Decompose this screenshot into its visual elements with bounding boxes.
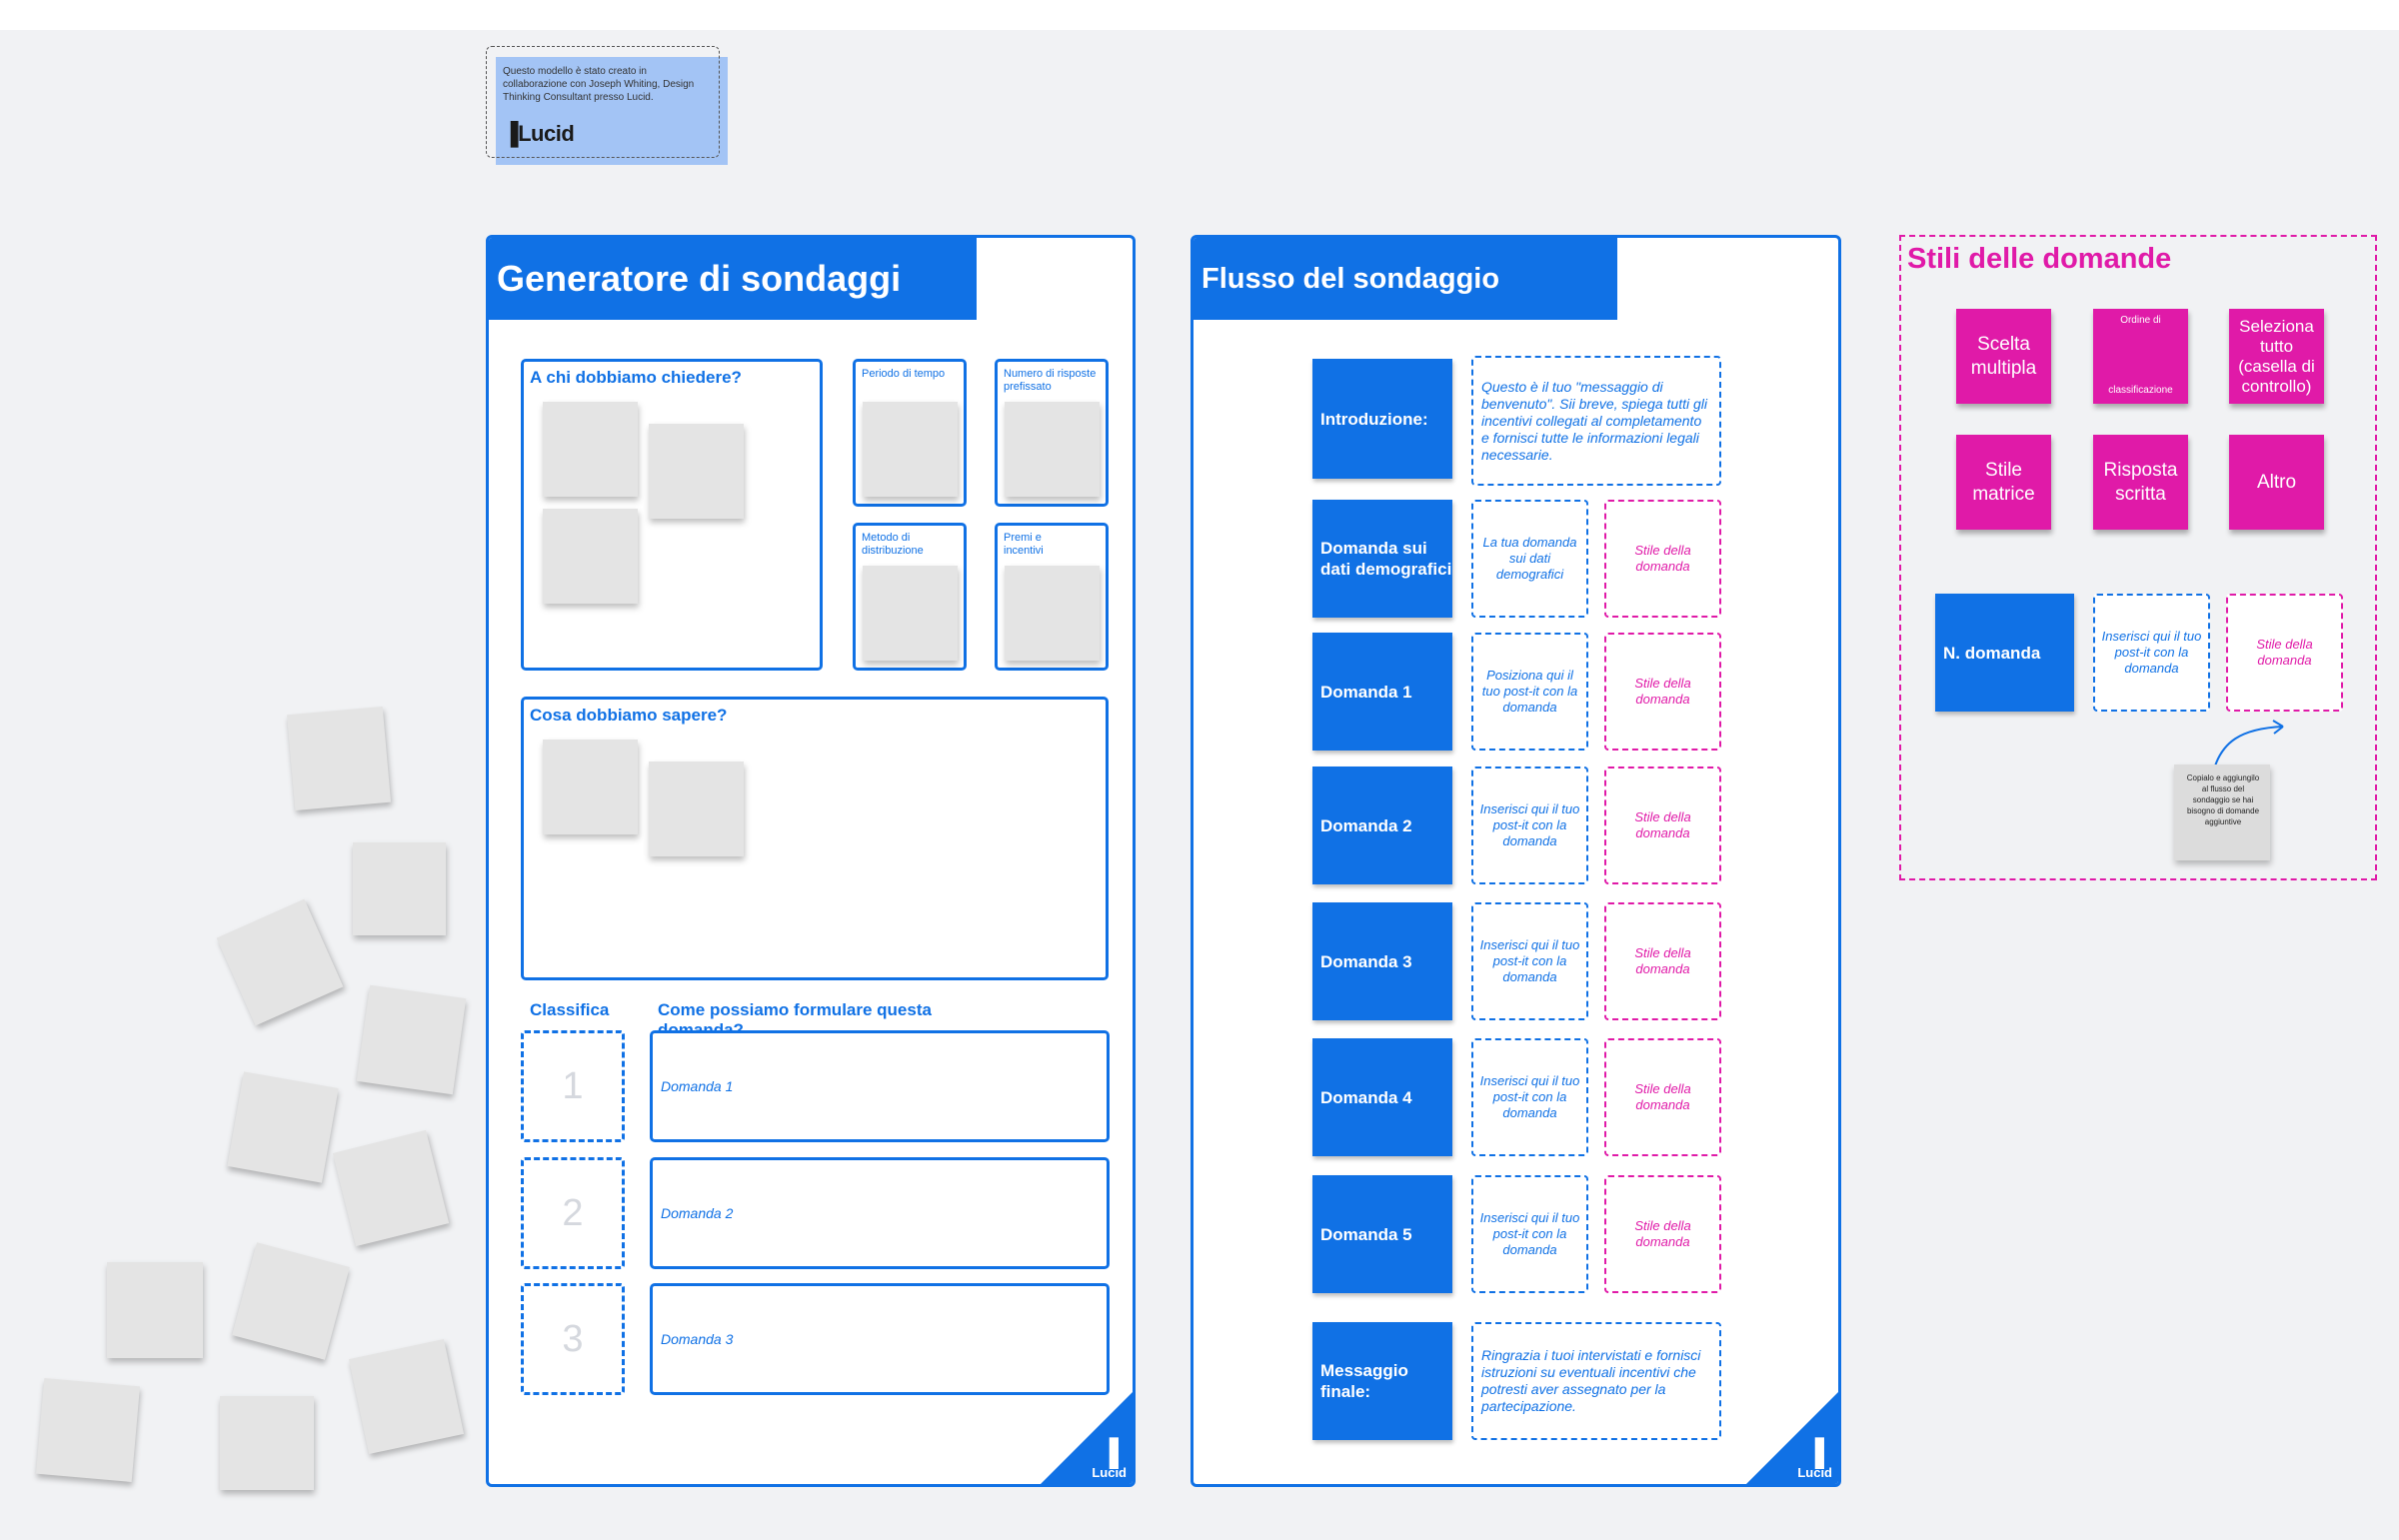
sticky-note[interactable]	[543, 740, 638, 834]
lucid-logo-mark: ▐	[1805, 1437, 1824, 1467]
sticky-note[interactable]	[1005, 566, 1100, 661]
style-sticky-ranking[interactable]: Ordine di classificazione	[2093, 309, 2188, 404]
rank-header: Classifica	[530, 1000, 610, 1019]
survey-flow-board[interactable]: Flusso del sondaggio Introduzione: Quest…	[1191, 235, 1841, 1487]
template-style[interactable]: Stile della domanda	[2226, 594, 2343, 712]
flow-row-label: Domanda 3	[1312, 902, 1452, 1020]
lucid-corner-logo: ▐ Lucid	[1092, 1438, 1127, 1479]
lucid-logo-text: Lucid	[518, 121, 575, 146]
style-sticky-matrix[interactable]: Stile matrice	[1956, 435, 2051, 530]
lucid-corner-logo: ▐ Lucid	[1797, 1438, 1832, 1479]
lucid-logo-text: Lucid	[1092, 1465, 1127, 1480]
flow-row-question[interactable]: Inserisci qui il tuo post-it con la doma…	[1471, 767, 1588, 884]
loose-sticky-note[interactable]	[107, 1262, 203, 1358]
credit-note[interactable]: Questo modello è stato creato in collabo…	[486, 46, 728, 165]
flow-row-style[interactable]: Stile della domanda	[1604, 633, 1721, 751]
distribution-section[interactable]: Metodo di distribuzione	[853, 523, 967, 671]
flow-row-label: Domanda sui dati demografici	[1312, 500, 1452, 618]
flow-row-label: Domanda 4	[1312, 1038, 1452, 1156]
rank-box-2[interactable]: 2	[521, 1157, 625, 1269]
loose-sticky-note[interactable]	[356, 984, 467, 1095]
flow-row-question[interactable]: Posiziona qui il tuo post-it con la doma…	[1471, 633, 1588, 751]
responses-section[interactable]: Numero di risposte prefissato	[995, 359, 1109, 507]
flow-row-label: Domanda 2	[1312, 767, 1452, 884]
section-title: Cosa dobbiamo sapere?	[530, 706, 728, 725]
sticky-note[interactable]	[543, 509, 638, 604]
sticky-note[interactable]	[649, 762, 744, 856]
corner-badge	[1041, 1392, 1133, 1484]
style-sticky-multiple-choice[interactable]: Scelta multipla	[1956, 309, 2051, 404]
question-box-3[interactable]: Domanda 3	[650, 1283, 1110, 1395]
sticky-note[interactable]	[863, 566, 958, 661]
sticky-note[interactable]	[863, 402, 958, 497]
flow-row-style[interactable]: Stile della domanda	[1604, 902, 1721, 1020]
question-box-1[interactable]: Domanda 1	[650, 1030, 1110, 1142]
question-styles-panel[interactable]: Stili delle domande Scelta multipla Ordi…	[1899, 235, 2377, 880]
sticky-note[interactable]	[543, 402, 638, 497]
panel-title: Stili delle domande	[1907, 243, 2172, 275]
survey-generator-board[interactable]: Generatore di sondaggi A chi dobbiamo ch…	[486, 235, 1136, 1487]
flow-row-style[interactable]: Stile della domanda	[1604, 500, 1721, 618]
instruction-sticky-note[interactable]: Copialo e aggiungilo al flusso del sonda…	[2174, 765, 2270, 860]
lucid-logo: ▐Lucid	[503, 121, 575, 147]
board-title: Generatore di sondaggi	[489, 238, 977, 320]
flow-row-question[interactable]: La tua domanda sui dati demografici	[1471, 500, 1588, 618]
corner-badge	[1746, 1392, 1838, 1484]
sticky-label-top: Ordine di	[2120, 315, 2161, 326]
final-label: Messaggio finale:	[1312, 1322, 1452, 1440]
flow-row-question[interactable]: Inserisci qui il tuo post-it con la doma…	[1471, 902, 1588, 1020]
lucid-logo-mark: ▐	[1100, 1437, 1119, 1467]
section-title: A chi dobbiamo chiedere?	[530, 368, 742, 387]
flow-row-style[interactable]: Stile della domanda	[1604, 767, 1721, 884]
final-text[interactable]: Ringrazia i tuoi intervistati e fornisci…	[1471, 1322, 1721, 1440]
flow-row-question[interactable]: Inserisci qui il tuo post-it con la doma…	[1471, 1175, 1588, 1293]
rank-box-3[interactable]: 3	[521, 1283, 625, 1395]
loose-sticky-note[interactable]	[353, 842, 446, 935]
section-title: Premi e incentivi	[1004, 532, 1044, 557]
instruction-text: Copialo e aggiungilo al flusso del sonda…	[2186, 773, 2260, 826]
loose-sticky-note[interactable]	[227, 1071, 339, 1183]
loose-sticky-note[interactable]	[35, 1377, 141, 1483]
loose-sticky-note[interactable]	[348, 1338, 465, 1455]
sticky-note[interactable]	[649, 424, 744, 519]
flow-row-label: Domanda 1	[1312, 633, 1452, 751]
section-title: Periodo di tempo	[862, 368, 946, 380]
what-section[interactable]: Cosa dobbiamo sapere?	[521, 697, 1109, 980]
board-title: Flusso del sondaggio	[1194, 238, 1617, 320]
style-sticky-other[interactable]: Altro	[2229, 435, 2324, 530]
flow-row-style[interactable]: Stile della domanda	[1604, 1175, 1721, 1293]
sticky-note[interactable]	[1005, 402, 1100, 497]
credit-text: Questo modello è stato creato in collabo…	[503, 66, 695, 103]
question-box-2[interactable]: Domanda 2	[650, 1157, 1110, 1269]
intro-label: Introduzione:	[1312, 359, 1452, 479]
template-question[interactable]: Inserisci qui il tuo post-it con la doma…	[2093, 594, 2210, 712]
style-sticky-written[interactable]: Risposta scritta	[2093, 435, 2188, 530]
rewards-section[interactable]: Premi e incentivi	[995, 523, 1109, 671]
flow-row-question[interactable]: Inserisci qui il tuo post-it con la doma…	[1471, 1038, 1588, 1156]
lucid-logo-text: Lucid	[1797, 1465, 1832, 1480]
rank-box-1[interactable]: 1	[521, 1030, 625, 1142]
period-section[interactable]: Periodo di tempo	[853, 359, 967, 507]
who-section[interactable]: A chi dobbiamo chiedere?	[521, 359, 823, 671]
section-title: Numero di risposte prefissato	[1004, 368, 1097, 393]
arrow-icon	[2212, 720, 2284, 773]
loose-sticky-note[interactable]	[286, 706, 392, 811]
lucid-logo-mark: ▐	[503, 121, 519, 146]
sticky-label-bottom: classificazione	[2108, 385, 2173, 396]
style-sticky-select-all[interactable]: Seleziona tutto (casella di controllo)	[2229, 309, 2324, 404]
loose-sticky-note[interactable]	[220, 1396, 314, 1490]
section-title: Metodo di distribuzione	[862, 532, 924, 557]
flow-row-label: Domanda 5	[1312, 1175, 1452, 1293]
flow-row-style[interactable]: Stile della domanda	[1604, 1038, 1721, 1156]
template-label: N. domanda	[1935, 594, 2074, 712]
intro-text[interactable]: Questo è il tuo "messaggio di benvenuto"…	[1471, 356, 1721, 486]
